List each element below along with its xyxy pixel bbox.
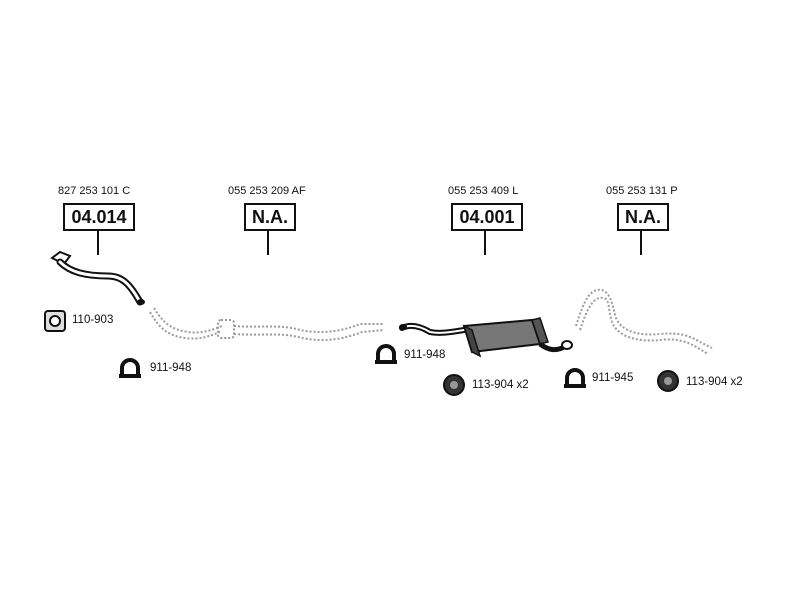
section-2-reference: 055 253 209 AF xyxy=(228,185,306,197)
section-3-code-box[interactable]: 04.001 xyxy=(451,203,523,231)
clamp-icon xyxy=(119,358,141,378)
part-label-113-904-b: 113-904 x2 xyxy=(686,376,743,388)
clamp-icon xyxy=(564,368,586,388)
section-4-leader-line xyxy=(640,230,642,255)
part-label-911-948-b: 911-948 xyxy=(404,349,446,361)
section-3-reference: 055 253 409 L xyxy=(448,185,519,197)
rubber-mount-icon xyxy=(443,374,465,396)
front-pipe[interactable] xyxy=(50,250,145,306)
section-1-reference: 827 253 101 C xyxy=(58,185,131,197)
section-4-reference: 055 253 131 P xyxy=(606,185,678,197)
part-label-911-945: 911-945 xyxy=(592,372,634,384)
part-label-911-948-a: 911-948 xyxy=(150,362,192,374)
rubber-mount-icon xyxy=(657,370,679,392)
clamp-icon xyxy=(375,344,397,364)
tail-pipe-ghost xyxy=(575,288,713,355)
gasket-icon xyxy=(44,310,66,332)
section-3-leader-line xyxy=(484,230,486,255)
section-1-leader-line xyxy=(97,230,99,255)
section-2-code-box[interactable]: N.A. xyxy=(244,203,296,231)
section-1-code-box[interactable]: 04.014 xyxy=(63,203,135,231)
intermediate-pipe-ghost xyxy=(149,307,385,341)
rear-silencer[interactable] xyxy=(399,317,573,358)
part-label-113-904-a: 113-904 x2 xyxy=(472,379,529,391)
section-2-leader-line xyxy=(267,230,269,255)
section-4-code-box[interactable]: N.A. xyxy=(617,203,669,231)
part-label-110-903: 110-903 xyxy=(72,314,114,326)
